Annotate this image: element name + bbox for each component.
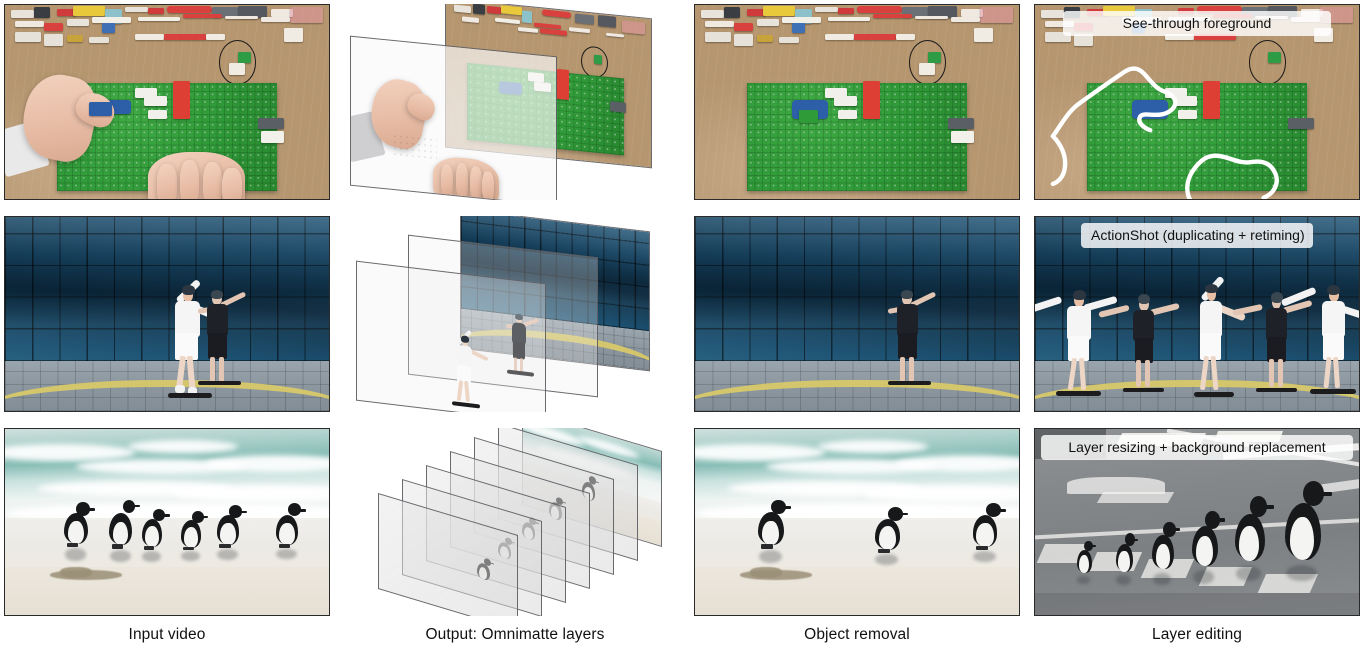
layer-stack (350, 4, 680, 200)
penguin-resized (1074, 540, 1097, 584)
see-through-outline (1050, 66, 1279, 199)
penguin (60, 502, 96, 561)
edit-badge: Layer resizing + background replacement (1041, 435, 1353, 460)
skater-duplicate-1 (1035, 287, 1118, 400)
skater-duplicate-4 (1231, 289, 1313, 396)
cell-lego-editing: See-through foreground (1034, 4, 1360, 200)
penguin-resized (1229, 495, 1274, 581)
column-caption-layer-editing: Layer editing (1151, 626, 1243, 643)
cell-penguins-input (4, 428, 330, 616)
cell-penguins-layers (350, 428, 680, 616)
layer-stack (350, 216, 680, 412)
cell-lego-removal (694, 4, 1020, 200)
penguin (271, 503, 307, 560)
penguin-resized (1187, 510, 1226, 585)
cell-penguins-editing: Layer resizing + background replacement (1034, 428, 1360, 616)
video-panel (4, 428, 330, 616)
skater-duplicate-5 (1280, 281, 1359, 397)
skater-duplicate-3 (1181, 275, 1246, 399)
cell-lego-input (4, 4, 330, 200)
penguin (105, 499, 141, 563)
penguin-resized (1113, 533, 1139, 585)
video-panel: Layer resizing + background replacement (1034, 428, 1360, 616)
video-panel (4, 216, 330, 412)
edit-badge: See-through foreground (1063, 11, 1331, 36)
layer-sheet-foreground (350, 35, 557, 200)
column-caption-input-video: Input video (128, 626, 206, 643)
cell-skaters-removal (694, 216, 1020, 412)
penguin-resized (1148, 522, 1181, 585)
penguin (177, 510, 209, 562)
video-panel: See-through foreground (1034, 4, 1360, 200)
layer-sheet-skater-white (356, 260, 546, 412)
cell-penguins-removal (694, 428, 1020, 616)
penguin-resized (1278, 481, 1333, 582)
cell-skaters-editing: ActionShot (duplicating + retiming) (1034, 216, 1360, 412)
penguin (967, 503, 1007, 562)
penguin (212, 505, 248, 561)
skater-duplicate-2 (1097, 291, 1180, 396)
column-caption-object-removal: Object removal (804, 626, 910, 643)
cell-lego-layers (350, 4, 680, 200)
layer-stack (350, 428, 680, 616)
skater-white (154, 279, 225, 399)
cell-skaters-layers (350, 216, 680, 412)
video-panel (694, 428, 1020, 616)
penguin (138, 508, 170, 562)
column-caption-omnimatte-layers: Output: Omnimatte layers (425, 626, 605, 643)
video-panel (694, 4, 1020, 200)
edit-badge: ActionShot (duplicating + retiming) (1081, 223, 1313, 248)
video-panel (694, 216, 1020, 412)
video-panel (4, 4, 330, 200)
cell-skaters-input (4, 216, 330, 412)
skater-black (876, 287, 941, 388)
penguin (870, 507, 909, 566)
video-panel: ActionShot (duplicating + retiming) (1034, 216, 1360, 412)
skater-black (186, 287, 251, 388)
penguin (753, 499, 792, 564)
